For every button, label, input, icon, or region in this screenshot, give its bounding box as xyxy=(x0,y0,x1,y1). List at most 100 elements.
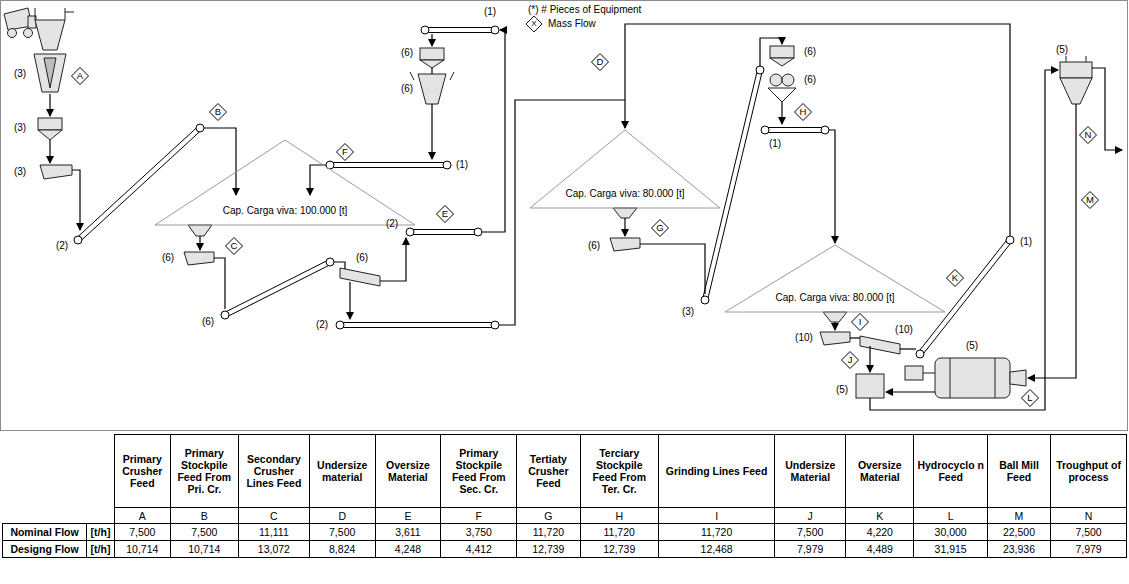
flow-value: 4,489 xyxy=(846,541,913,557)
flow-letter: A xyxy=(77,71,83,81)
surge-bin xyxy=(770,58,794,66)
table-column-letter: I xyxy=(659,508,774,523)
flow-value: 11,720 xyxy=(517,524,579,540)
diamond-shape xyxy=(947,270,964,287)
flow-line xyxy=(310,165,326,195)
equipment-count: (5) xyxy=(966,340,978,352)
flow-line xyxy=(1028,104,1076,378)
flow-line xyxy=(829,130,835,243)
flow-letter: C xyxy=(231,241,238,251)
flow-line xyxy=(499,100,625,325)
table-column-letter: A xyxy=(115,508,170,523)
dump-hopper xyxy=(35,20,65,50)
flow-value: 12,468 xyxy=(659,541,774,557)
equipment-count: (1) xyxy=(456,159,468,171)
flow-line xyxy=(72,170,80,230)
belt-line xyxy=(330,167,447,168)
table-rule xyxy=(86,523,87,558)
belt-conveyor xyxy=(916,236,1014,358)
equipment-count: (2) xyxy=(386,218,398,230)
flow-letter: J xyxy=(848,355,853,365)
equipment-count: (5) xyxy=(836,384,848,396)
flow-line xyxy=(482,30,505,232)
flow-letter: I xyxy=(859,317,862,327)
table-column-letter: N xyxy=(1051,508,1126,523)
table-column-letter: J xyxy=(775,508,845,523)
flow-value: 7,500 xyxy=(115,524,170,540)
flow-value: 13,072 xyxy=(239,541,309,557)
reclaim-funnel xyxy=(188,225,212,236)
surge-bin xyxy=(38,130,62,140)
equipment-count: (3) xyxy=(14,166,26,178)
flow-value: 7,979 xyxy=(775,541,845,557)
stockpile: Cap. Carga viva: 100.000 [t] xyxy=(155,140,415,225)
flow-letter: L xyxy=(1027,393,1032,403)
diamond-shape xyxy=(210,104,227,121)
stockpile-capacity: Cap. Carga viva: 80.000 [t] xyxy=(725,292,945,304)
flow-line xyxy=(781,102,782,124)
table-column-letter: L xyxy=(914,508,986,523)
table-header: Secondary Crusher Lines Feed xyxy=(239,435,309,507)
belt-conveyor xyxy=(221,258,334,319)
table-header: Undersize material xyxy=(310,435,375,507)
table-column-letter: D xyxy=(310,508,375,523)
dump-hopper xyxy=(65,12,74,13)
stockpile: Cap. Carga viva: 80.000 [t] xyxy=(530,130,720,208)
hpgr-roll xyxy=(770,74,782,86)
surge-bin xyxy=(420,60,444,68)
belt-pulley xyxy=(761,126,769,134)
legend-symbol-letter: X xyxy=(531,18,536,30)
hydrocyclone xyxy=(1060,62,1092,78)
belt-conveyor xyxy=(336,321,499,329)
hpgr-roll xyxy=(782,74,794,86)
flow-value: 11,111 xyxy=(239,524,309,540)
belt-pulley xyxy=(821,126,829,134)
mill-shaft xyxy=(923,373,935,374)
flow-value: 12,739 xyxy=(581,541,658,557)
equipment-count: (3) xyxy=(14,122,26,134)
belt-conveyor xyxy=(421,26,499,34)
table-header: Tertiaty Crusher Feed xyxy=(517,435,579,507)
apron-feeder xyxy=(40,165,72,179)
belt-pulley xyxy=(421,26,429,34)
flow-value: 8,824 xyxy=(310,541,375,557)
table-column-letter: F xyxy=(441,508,516,523)
mass-flow-diamond: C xyxy=(225,237,243,255)
flow-line xyxy=(431,68,432,74)
table-rule xyxy=(114,507,1126,508)
flow-line xyxy=(640,244,705,294)
belt-line xyxy=(340,322,495,323)
flow-line xyxy=(760,38,782,66)
diamond-shape xyxy=(1080,127,1097,144)
table-header: Undersize Material xyxy=(775,435,845,507)
flow-line xyxy=(850,337,860,338)
ball-mill xyxy=(950,358,951,398)
flow-value: 12,739 xyxy=(517,541,579,557)
belt-pulley xyxy=(916,350,924,358)
table-header: Troughput of process xyxy=(1051,435,1126,507)
reclaim-funnel xyxy=(613,208,637,218)
vibrating-screen xyxy=(340,268,380,286)
table-header: Ball Mill Feed xyxy=(988,435,1050,507)
equipment-count: (6) xyxy=(202,316,214,328)
equipment-count: (1) xyxy=(484,6,496,18)
stockpile-shape xyxy=(530,130,720,208)
belt-conveyor xyxy=(326,161,451,169)
frame xyxy=(1,1,1128,431)
flow-line xyxy=(431,34,432,46)
belt-line xyxy=(330,162,447,163)
flow-line xyxy=(214,258,225,309)
diamond-shape xyxy=(226,238,243,255)
dump-hopper xyxy=(65,8,66,20)
equipment xyxy=(4,8,1092,398)
belt-line xyxy=(425,27,495,28)
row-unit: [t/h] xyxy=(87,541,114,557)
table-rule xyxy=(913,434,914,558)
equipment-count: (6) xyxy=(588,240,600,252)
mass-flow-diamond: E xyxy=(436,205,454,223)
hpgr-chute xyxy=(768,88,796,102)
flow-value: 4,220 xyxy=(846,524,913,540)
flow-line xyxy=(869,346,870,372)
vibrating-screen xyxy=(860,336,900,354)
table-header: Primary Crusher Feed xyxy=(115,435,170,507)
